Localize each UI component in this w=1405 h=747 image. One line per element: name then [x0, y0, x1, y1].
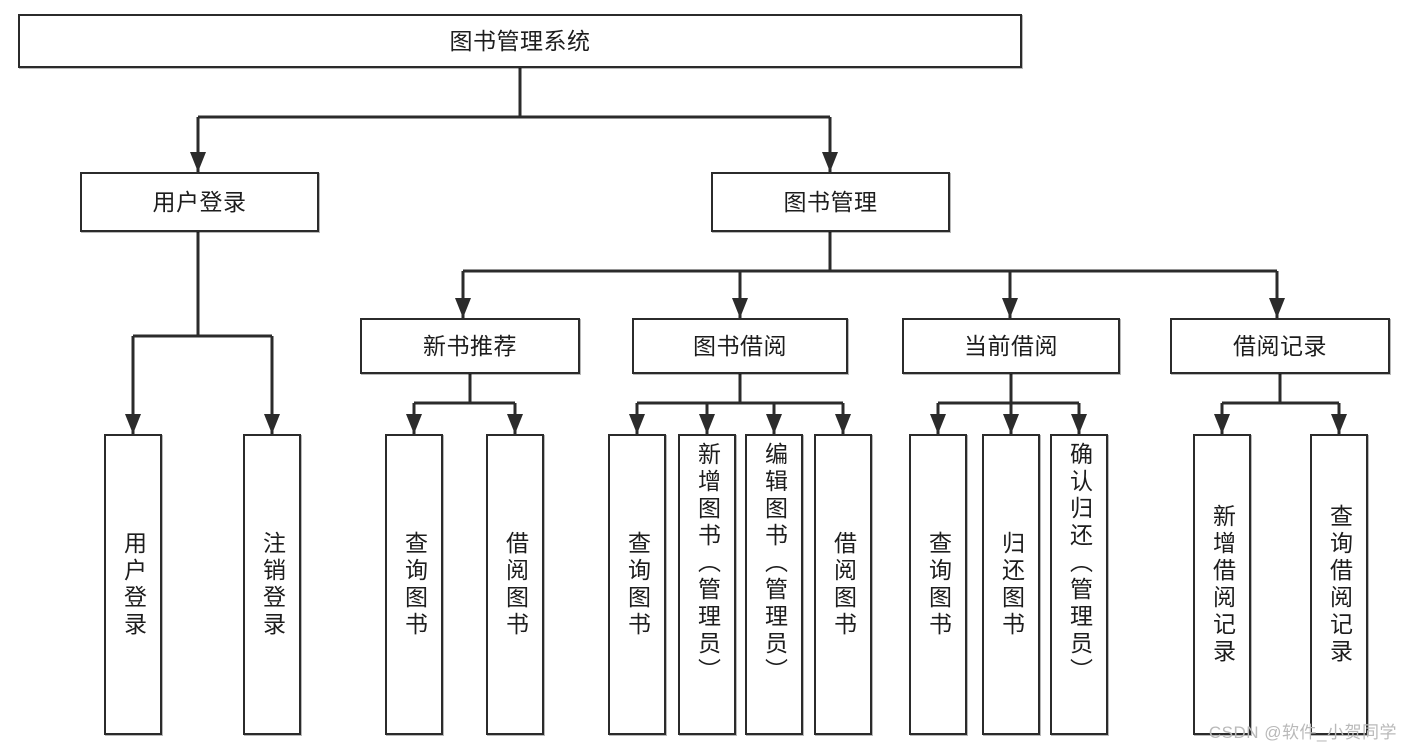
node-book-manage-label: 图书管理	[783, 188, 878, 215]
leaf-query-book-borrow-label: 查询图书	[624, 530, 651, 639]
node-user-login[interactable]: 用户登录	[80, 172, 319, 232]
leaf-add-borrow-record-label: 新增借阅记录	[1209, 503, 1236, 666]
leaf-query-book-borrow[interactable]: 查询图书	[608, 434, 666, 735]
leaf-borrow-book-recommend[interactable]: 借阅图书	[486, 434, 544, 735]
node-book-manage[interactable]: 图书管理	[711, 172, 950, 232]
leaf-logout[interactable]: 注销登录	[243, 434, 301, 735]
node-root-label: 图书管理系统	[449, 27, 591, 54]
leaf-user-login-label: 用户登录	[120, 530, 147, 639]
node-root[interactable]: 图书管理系统	[18, 14, 1022, 68]
node-current-borrow[interactable]: 当前借阅	[902, 318, 1120, 374]
leaf-add-book[interactable]: 新增图书（管理员）	[678, 434, 736, 735]
node-new-book-recommend[interactable]: 新书推荐	[360, 318, 580, 374]
leaf-return-book[interactable]: 归还图书	[982, 434, 1040, 735]
node-new-book-recommend-label: 新书推荐	[423, 332, 517, 359]
leaf-borrow-book[interactable]: 借阅图书	[814, 434, 872, 735]
leaf-borrow-book-label: 借阅图书	[830, 530, 857, 639]
leaf-add-book-label: 新增图书（管理员）	[694, 442, 721, 685]
leaf-confirm-return[interactable]: 确认归还（管理员）	[1050, 434, 1108, 735]
leaf-logout-label: 注销登录	[259, 530, 286, 639]
node-book-borrow[interactable]: 图书借阅	[632, 318, 848, 374]
leaf-query-book-current[interactable]: 查询图书	[909, 434, 967, 735]
leaf-query-book-recommend-label: 查询图书	[401, 530, 428, 639]
leaf-borrow-book-recommend-label: 借阅图书	[502, 530, 529, 639]
leaf-edit-book[interactable]: 编辑图书（管理员）	[745, 434, 803, 735]
leaf-confirm-return-label: 确认归还（管理员）	[1066, 442, 1093, 685]
node-book-borrow-label: 图书借阅	[693, 332, 787, 359]
leaf-add-borrow-record[interactable]: 新增借阅记录	[1193, 434, 1251, 735]
leaf-query-book-current-label: 查询图书	[925, 530, 952, 639]
node-borrow-record[interactable]: 借阅记录	[1170, 318, 1390, 374]
node-current-borrow-label: 当前借阅	[964, 332, 1058, 359]
leaf-query-borrow-record-label: 查询借阅记录	[1326, 503, 1353, 666]
leaf-query-book-recommend[interactable]: 查询图书	[385, 434, 443, 735]
leaf-edit-book-label: 编辑图书（管理员）	[761, 442, 788, 685]
leaf-user-login[interactable]: 用户登录	[104, 434, 162, 735]
node-user-login-label: 用户登录	[152, 188, 247, 215]
node-borrow-record-label: 借阅记录	[1233, 332, 1327, 359]
leaf-return-book-label: 归还图书	[998, 530, 1025, 639]
leaf-query-borrow-record[interactable]: 查询借阅记录	[1310, 434, 1368, 735]
watermark: CSDN @软件_小贺同学	[1208, 723, 1397, 742]
